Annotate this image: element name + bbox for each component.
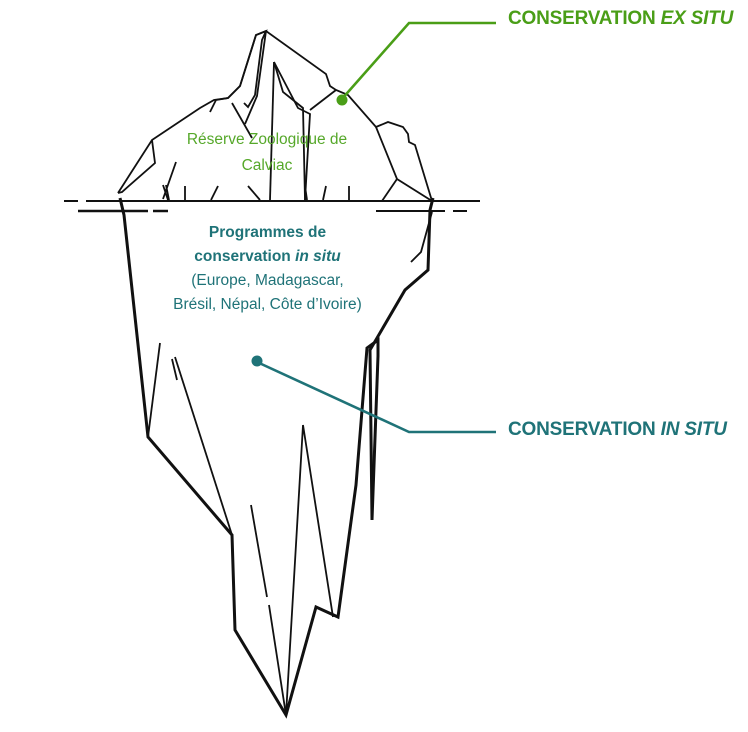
ex-situ-label-title: CONSERVATION — [508, 8, 656, 29]
tip-line-2: Calviac — [241, 157, 293, 174]
base-heading-prefix: conservation — [194, 248, 296, 265]
tip-line-1: Réserve Zoologique de — [186, 131, 348, 148]
tip-description: Réserve Zoologique de Calviac — [160, 127, 374, 179]
base-detail-line-2: Brésil, Népal, Côte d’Ivoire) — [173, 296, 362, 313]
in-situ-connector — [251, 355, 496, 434]
ex-situ-marker — [336, 94, 348, 106]
iceberg-base — [118, 197, 435, 719]
base-heading-line-2: conservation in situ — [140, 245, 395, 269]
in-situ-label: CONSERVATION IN SITU — [508, 419, 727, 441]
ex-situ-label-emphasis: EX SITU — [660, 8, 734, 29]
in-situ-marker — [251, 355, 263, 367]
in-situ-label-title: CONSERVATION — [508, 419, 656, 440]
ex-situ-connector — [336, 21, 496, 106]
base-heading-emphasis: in situ — [295, 248, 341, 265]
water-line — [64, 200, 480, 213]
base-description: Programmes de conservation in situ (Euro… — [140, 221, 395, 317]
base-detail-line-1: (Europe, Madagascar, — [191, 272, 344, 289]
ex-situ-label: CONSERVATION EX SITU — [508, 8, 733, 30]
in-situ-label-emphasis: IN SITU — [660, 419, 727, 440]
base-heading-line-1: Programmes de — [208, 224, 327, 241]
iceberg-tip — [117, 29, 433, 202]
